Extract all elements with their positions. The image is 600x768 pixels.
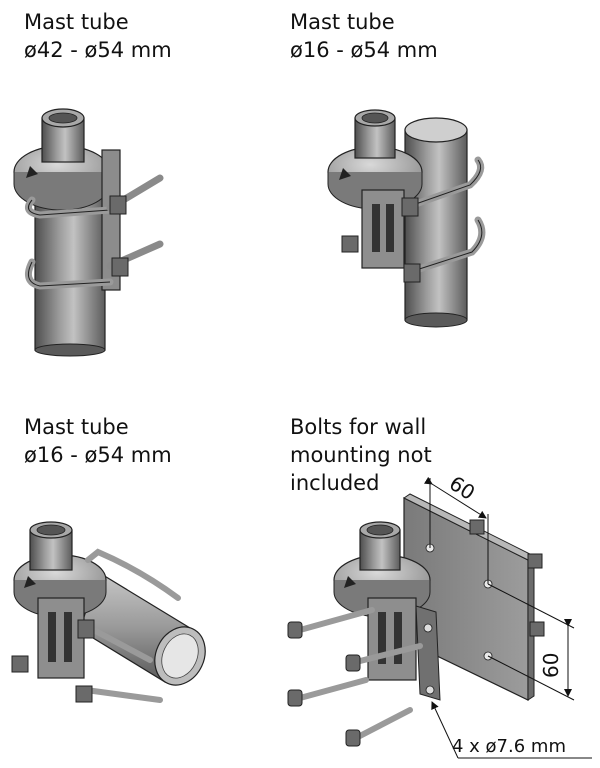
panel-4-caption-line-2: mounting not <box>290 443 432 467</box>
panel-4-illustration: 60 60 4 x ø7.6 mm <box>287 471 592 759</box>
panel-4-caption-line-3: included <box>290 471 380 495</box>
panel-1-caption-line-1: Mast tube <box>24 10 129 34</box>
panel-3-caption-line-1: Mast tube <box>24 415 129 439</box>
dimension-holes-label: 4 x ø7.6 mm <box>452 736 566 757</box>
dimension-holes: 4 x ø7.6 mm <box>431 701 592 759</box>
panel-4-caption: Bolts for wall mounting not included <box>290 413 432 497</box>
panel-3-caption: Mast tube ø16 - ø54 mm <box>24 413 172 469</box>
dimension-horizontal-label: 60 <box>445 471 479 505</box>
dimension-vertical-label: 60 <box>539 653 563 678</box>
panel-3-caption-line-2: ø16 - ø54 mm <box>24 443 172 467</box>
panel-3-illustration <box>11 521 206 703</box>
panel-1-caption: Mast tube ø42 - ø54 mm <box>24 8 172 64</box>
panel-1-caption-line-2: ø42 - ø54 mm <box>24 38 172 62</box>
panel-1-illustration <box>13 108 164 357</box>
panel-2-caption-line-1: Mast tube <box>290 10 395 34</box>
dimension-vertical: 60 <box>487 583 575 701</box>
panel-4-caption-line-1: Bolts for wall <box>290 415 427 439</box>
panel-2-caption: Mast tube ø16 - ø54 mm <box>290 8 438 64</box>
panel-2-caption-line-2: ø16 - ø54 mm <box>290 38 438 62</box>
panel-2-illustration <box>327 109 486 328</box>
